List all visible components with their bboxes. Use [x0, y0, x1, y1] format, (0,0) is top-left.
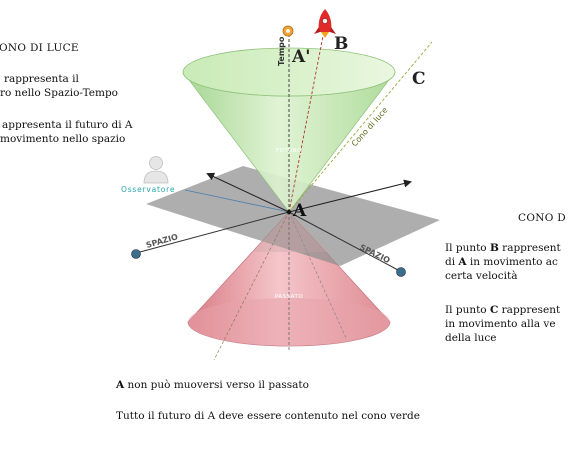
right-c-line-2: in movimento alla ve: [445, 318, 556, 330]
c-label: C: [412, 69, 426, 89]
bottom-line-1-bold: A: [116, 379, 125, 391]
space-axes: [139, 172, 412, 271]
right-b-line-1-bold: B: [489, 242, 499, 254]
right-b-line-2: di A in movimento ac: [445, 256, 558, 269]
tempo-label: Tempo: [277, 36, 286, 66]
sphere-left: [131, 249, 141, 259]
right-b-line-3: certa velocità: [445, 270, 518, 282]
left-line-2: ro nello Spazio-Tempo: [0, 87, 118, 99]
right-c-line-1: Il punto C rappresent: [445, 304, 560, 317]
bottom-line-1: A non può muoversi verso il passato: [116, 379, 309, 392]
passato-label: PASSATO: [275, 294, 304, 300]
a-prime-label: A': [291, 47, 310, 67]
futuro-label: FUTURO: [276, 148, 302, 154]
spazio-left-label: SPAZIO: [145, 232, 179, 250]
left-heading: ONO DI LUCE: [0, 42, 79, 54]
left-line-4: movimento nello spazio: [0, 133, 126, 145]
right-heading: CONO D: [518, 212, 566, 224]
right-b-line-1: Il punto B rappresent: [445, 242, 561, 255]
right-c-line-3: della luce: [445, 332, 497, 344]
sphere-right: [396, 267, 406, 277]
rocket-icon: [314, 9, 336, 38]
left-line-1: rappresenta il: [4, 73, 79, 85]
osservatore-label: Osservatore: [121, 185, 175, 194]
right-b-line-1-post: rappresent: [498, 242, 561, 254]
right-c-line-1-pre: Il punto: [445, 304, 490, 316]
right-c-line-1-post: rappresent: [498, 304, 561, 316]
a-prime-marker-icon: [282, 25, 294, 37]
right-b-line-2-post: in movimento ac: [466, 256, 558, 268]
right-b-line-2-bold: A: [458, 256, 467, 268]
observer-icon: [143, 156, 169, 184]
right-c-line-1-bold: C: [489, 304, 499, 316]
bottom-line-2: Tutto il futuro di A deve essere contenu…: [116, 410, 420, 422]
right-b-line-1-pre: Il punto: [445, 242, 490, 254]
bottom-line-1-rest: non può muoversi verso il passato: [124, 379, 309, 391]
b-label: B: [334, 34, 348, 54]
left-line-3: appresenta il futuro di A: [2, 119, 133, 131]
light-line: [288, 41, 433, 213]
a-label: A: [292, 201, 307, 221]
origin-point: [286, 209, 292, 215]
space-plane: [146, 166, 440, 266]
right-b-line-2-pre: di: [445, 256, 459, 268]
